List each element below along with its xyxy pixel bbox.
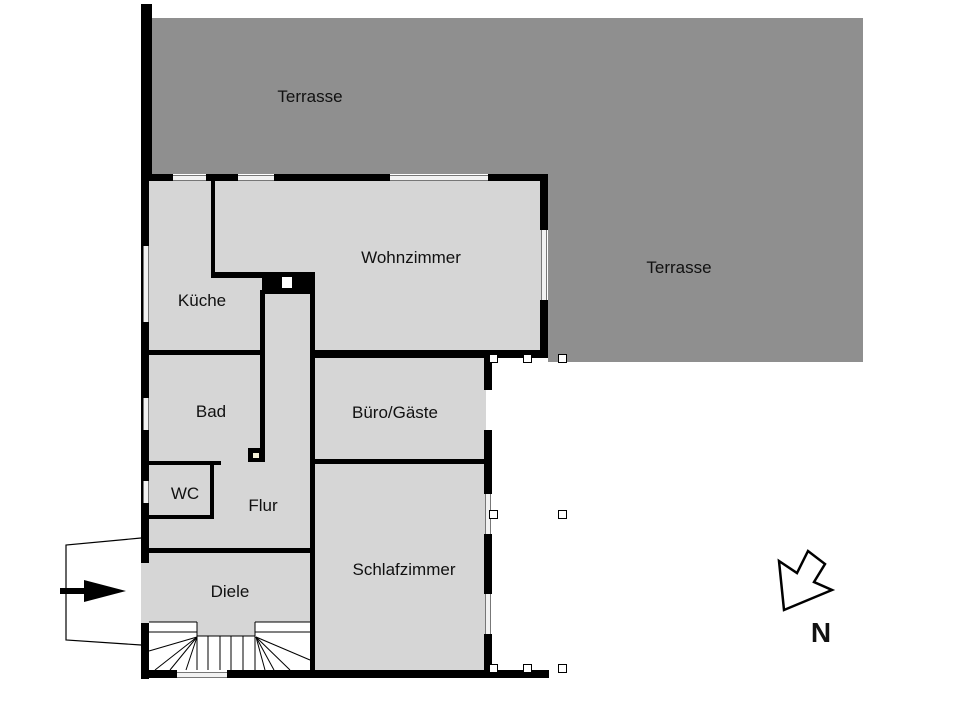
wall-top-1 <box>141 174 173 181</box>
wohnzimmer-floor-lower <box>312 270 544 354</box>
wall-wohn-bottom <box>310 350 548 358</box>
stairs <box>148 621 311 671</box>
post <box>558 354 567 363</box>
wall-right-mid <box>484 430 492 494</box>
window-top-kueche <box>173 175 206 181</box>
wall-bad-wc <box>141 461 221 465</box>
wall-top-3 <box>274 174 390 181</box>
buero-floor <box>314 356 486 462</box>
room-label-flur: Flur <box>248 496 278 515</box>
wall-flur-right <box>310 290 315 670</box>
room-label-bad: Bad <box>195 402 227 421</box>
wohnzimmer-floor <box>214 178 544 276</box>
terrace-right-area <box>548 174 863 362</box>
wall-right-buero <box>484 356 492 390</box>
wall-wc-bottom <box>141 515 214 519</box>
wall-flur-diele <box>141 548 315 553</box>
post <box>558 664 567 673</box>
room-label-diele: Diele <box>210 582 250 601</box>
room-label-schlafzimmer: Schlafzimmer <box>352 560 456 579</box>
bad-shaft-inner <box>253 453 259 458</box>
window-bottom-diele <box>177 672 227 678</box>
north-arrow-icon <box>777 549 836 612</box>
post <box>489 664 498 673</box>
post <box>489 510 498 519</box>
wall-buero-schlaf <box>310 459 490 464</box>
wall-top-2 <box>206 174 238 181</box>
window-left-kueche <box>143 246 149 322</box>
window-right-wohn <box>541 230 547 300</box>
window-top-wohn-2 <box>390 175 488 181</box>
post <box>523 664 532 673</box>
window-top-wohn-1 <box>238 175 274 181</box>
bad-floor <box>148 354 262 462</box>
room-label-wc: WC <box>170 484 200 503</box>
wall-bottom-left <box>141 670 177 678</box>
wall-right-wohn-bottom <box>540 300 548 358</box>
room-label-buero: Büro/Gäste <box>352 403 438 422</box>
entrance-door-opening <box>141 563 149 623</box>
wall-kueche-bad <box>141 350 263 355</box>
post <box>523 354 532 363</box>
window-left-bad <box>143 398 149 430</box>
terrace-top-area <box>152 18 863 174</box>
post <box>489 354 498 363</box>
compass-label: N <box>810 617 832 648</box>
room-label-terrasse-right: Terrasse <box>646 258 712 277</box>
room-label-wohnzimmer: Wohnzimmer <box>361 248 461 267</box>
room-label-terrasse-top: Terrasse <box>277 87 343 106</box>
schlafzimmer-floor <box>314 462 486 670</box>
room-label-kueche: Küche <box>177 291 227 310</box>
post <box>558 510 567 519</box>
wall-kueche-wohn <box>211 180 215 276</box>
wall-right-schlaf <box>484 534 492 594</box>
wall-flur-left <box>260 290 265 462</box>
wall-wc-right <box>210 461 214 519</box>
wall-top-4 <box>488 174 548 181</box>
entrance-arrow-icon <box>60 580 126 602</box>
wall-right-schlaf-bottom <box>484 634 492 678</box>
chimney-flue <box>282 277 292 288</box>
window-right-schlaf-2 <box>485 594 491 634</box>
wall-right-wohn-top <box>540 174 548 230</box>
wall-bottom-right <box>227 670 549 678</box>
wall-outer-left-tall <box>141 4 152 176</box>
window-left-wc <box>143 481 149 503</box>
